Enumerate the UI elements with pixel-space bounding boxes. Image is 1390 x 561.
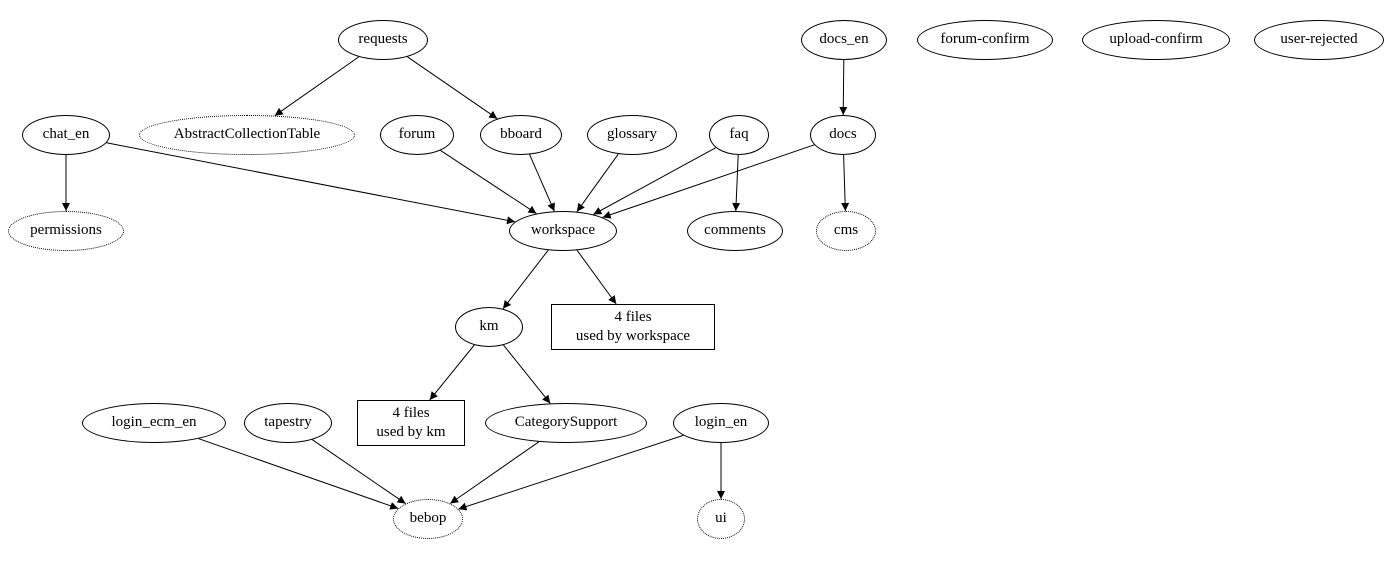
node-label: 4 files used by km xyxy=(376,404,446,441)
node-bebop: bebop xyxy=(393,499,463,539)
node-glossary: glossary xyxy=(587,115,677,155)
edge-requests-to-AbstractCollectionTable xyxy=(274,56,360,117)
edge-faq-to-workspace xyxy=(593,147,717,215)
edge-forum-to-workspace xyxy=(440,149,537,215)
edge-workspace-to-files_workspace xyxy=(576,250,617,305)
edge-login_ecm_en-to-bebop xyxy=(198,438,399,510)
node-comments: comments xyxy=(687,211,783,251)
edge-requests-to-bboard xyxy=(407,56,498,120)
node-category-support: CategorySupport xyxy=(485,403,647,443)
node-files-used-by-km: 4 files used by km xyxy=(357,400,465,446)
node-label: bboard xyxy=(500,126,542,143)
node-label: comments xyxy=(704,222,766,239)
edge-chat_en-to-workspace xyxy=(106,142,516,225)
node-label: requests xyxy=(358,31,408,48)
node-abstract-collection-table: AbstractCollectionTable xyxy=(139,115,355,155)
node-docs-en: docs_en xyxy=(801,20,887,60)
node-label: login_ecm_en xyxy=(111,414,197,431)
node-label: chat_en xyxy=(42,126,90,143)
edge-glossary-to-workspace xyxy=(576,153,619,212)
node-permissions: permissions xyxy=(8,211,124,251)
node-label: docs xyxy=(829,126,857,143)
edge-CategorySupport-to-bebop xyxy=(449,441,540,504)
node-label: tapestry xyxy=(264,414,312,431)
node-ui: ui xyxy=(697,499,745,539)
node-label: km xyxy=(479,318,499,335)
node-upload-confirm: upload-confirm xyxy=(1082,20,1230,60)
node-km: km xyxy=(455,307,523,347)
node-files-used-by-workspace: 4 files used by workspace xyxy=(551,304,715,350)
node-label: AbstractCollectionTable xyxy=(173,126,321,143)
node-forum: forum xyxy=(380,115,454,155)
node-label: glossary xyxy=(607,126,657,143)
edge-docs-to-cms xyxy=(841,154,850,212)
node-user-rejected: user-rejected xyxy=(1254,20,1384,60)
node-bboard: bboard xyxy=(480,115,562,155)
node-forum-confirm: forum-confirm xyxy=(917,20,1053,60)
node-label: forum-confirm xyxy=(940,31,1030,48)
node-label: cms xyxy=(833,222,859,239)
node-docs: docs xyxy=(810,115,876,155)
node-label: CategorySupport xyxy=(514,414,618,431)
node-cms: cms xyxy=(816,211,876,251)
node-label: upload-confirm xyxy=(1109,31,1203,48)
node-label: 4 files used by workspace xyxy=(575,308,691,345)
node-label: user-rejected xyxy=(1280,31,1358,48)
edge-bboard-to-workspace xyxy=(529,154,555,212)
edge-faq-to-comments xyxy=(732,154,741,212)
edge-docs_en-to-docs xyxy=(839,59,848,116)
edge-km-to-files_km xyxy=(429,344,475,401)
edge-km-to-CategorySupport xyxy=(503,344,551,404)
edge-workspace-to-km xyxy=(502,249,549,310)
node-login-en: login_en xyxy=(673,403,769,443)
edge-tapestry-to-bebop xyxy=(312,439,406,505)
node-label: bebop xyxy=(409,510,447,527)
node-requests: requests xyxy=(338,20,428,60)
node-label: docs_en xyxy=(819,31,869,48)
node-workspace: workspace xyxy=(509,211,617,251)
node-faq: faq xyxy=(709,115,769,155)
node-label: ui xyxy=(715,510,727,527)
node-login-ecm-en: login_ecm_en xyxy=(82,403,226,443)
node-label: login_en xyxy=(694,414,748,431)
node-label: faq xyxy=(729,126,749,143)
node-label: permissions xyxy=(30,222,102,239)
node-label: forum xyxy=(398,126,436,143)
node-tapestry: tapestry xyxy=(244,403,332,443)
edge-login_en-to-bebop xyxy=(458,434,684,511)
node-label: workspace xyxy=(530,222,596,239)
edge-docs-to-workspace xyxy=(602,144,815,219)
node-chat-en: chat_en xyxy=(22,115,110,155)
